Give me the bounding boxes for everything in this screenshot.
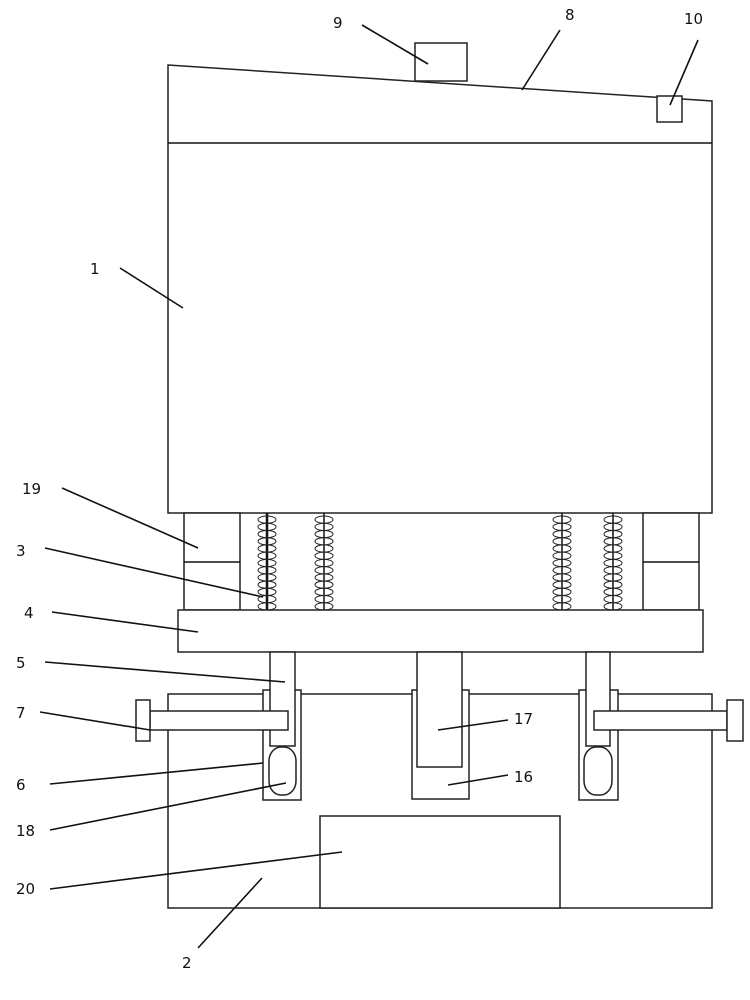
spring-4: [603, 513, 623, 611]
label-5: 5: [16, 654, 26, 672]
label-8: 8: [565, 6, 575, 24]
label-7: 7: [16, 704, 26, 722]
box-20: [319, 815, 561, 909]
label-19: 19: [22, 480, 41, 498]
leader-lines: [39, 24, 699, 949]
rod-left-5: [269, 651, 296, 747]
ball-right: [583, 746, 613, 796]
label-9: 9: [333, 14, 343, 32]
bolt-left-7: [149, 710, 289, 731]
label-6: 6: [16, 776, 26, 794]
main-body: [167, 64, 713, 514]
plate-4: [177, 609, 704, 653]
spring-1: [257, 513, 277, 611]
label-20: 20: [16, 880, 35, 898]
label-16: 16: [514, 768, 533, 786]
label-10: 10: [684, 10, 703, 28]
springs: [257, 513, 623, 611]
label-2: 2: [182, 954, 192, 972]
label-17: 17: [514, 710, 533, 728]
spring-3: [552, 513, 572, 611]
rod-center-17: [416, 651, 463, 768]
inlet-part-9: [414, 42, 468, 82]
label-1: 1: [90, 260, 100, 278]
bolt-right-head: [726, 699, 744, 742]
bolt-right: [593, 710, 728, 731]
ball-left-18: [268, 746, 297, 796]
label-4: 4: [24, 604, 34, 622]
spring-2: [314, 513, 334, 611]
bolt-left-head: [135, 699, 151, 742]
label-3: 3: [16, 542, 26, 560]
label-18: 18: [16, 822, 35, 840]
sensor-part-10: [656, 95, 683, 123]
rod-right: [585, 651, 611, 747]
